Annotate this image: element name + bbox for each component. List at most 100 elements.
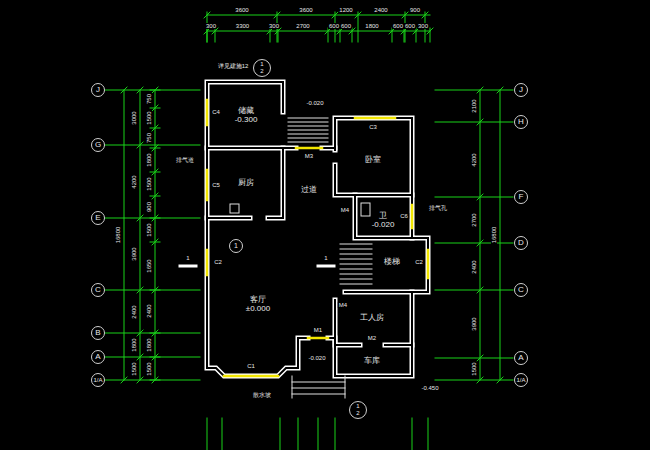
dimension-line <box>477 87 483 93</box>
bubble-text: H <box>518 118 524 127</box>
bubble-text: 1/A <box>93 377 102 384</box>
dimension-line <box>137 377 143 383</box>
window-mark <box>206 100 209 125</box>
room-text: 客厅 <box>250 296 266 305</box>
axis-bubble: B <box>91 326 105 340</box>
opening-tag: C3 <box>368 124 378 130</box>
dimension-text: 2400 <box>131 304 137 319</box>
wall-inner <box>335 165 412 195</box>
dimension-text: 2400 <box>471 259 477 274</box>
dimension-line <box>105 333 200 334</box>
stair-tread <box>340 264 372 265</box>
dimension-line-group <box>105 12 513 450</box>
bubble-text: G <box>95 141 101 150</box>
dimension-line <box>435 380 513 381</box>
opening-tag: C4 <box>211 109 221 115</box>
wall-outer <box>328 118 428 376</box>
axis-bubble: 1/A <box>514 373 528 387</box>
stair-tread <box>340 284 372 285</box>
stair-tread <box>288 122 328 123</box>
stair-tread <box>288 118 328 119</box>
dimension-line <box>207 418 208 450</box>
bubble-text: C <box>95 286 101 295</box>
dimension-line <box>137 87 143 93</box>
dimension-text: 1800 <box>146 152 152 167</box>
dimension-line <box>137 287 143 293</box>
room-text: 厨房 <box>238 179 254 188</box>
dimension-line <box>105 357 200 358</box>
wall-outer <box>335 165 412 195</box>
stair-tread <box>340 279 372 280</box>
dimension-line <box>105 218 200 219</box>
stair-tread <box>340 254 372 255</box>
room-text: 卧室 <box>365 156 381 165</box>
dimension-text: 3600 <box>298 7 313 13</box>
note-text: -0.020 <box>305 100 324 106</box>
wall-inner <box>355 195 412 238</box>
dimension-line <box>428 418 429 450</box>
wall-inner <box>283 147 296 149</box>
room-label: 过道 <box>298 184 320 197</box>
bubble-text: 1/A <box>516 377 525 384</box>
wall-inner <box>328 118 428 376</box>
window-mark <box>411 205 414 228</box>
dimension-line <box>137 354 143 360</box>
dimension-line <box>150 172 160 173</box>
window-mark <box>224 375 278 378</box>
dimension-line <box>280 418 281 450</box>
stair-tread <box>288 126 328 127</box>
bubble-text: 2 <box>356 410 359 417</box>
room-text: 工人房 <box>360 314 384 323</box>
wall-outer <box>322 146 335 151</box>
dimension-text: 3000 <box>131 110 137 125</box>
note-text: -0.450 <box>420 385 439 391</box>
detail-bubble: 12 <box>349 401 367 419</box>
dimension-line <box>435 90 513 91</box>
room-label: 卧室 <box>362 154 384 167</box>
dimension-line <box>140 90 141 380</box>
opening-tag: M2 <box>367 335 377 341</box>
room-label: 楼梯 <box>381 256 403 269</box>
window-mark <box>296 147 322 150</box>
dimension-text: 1650 <box>146 258 152 273</box>
note-text: 1 <box>323 255 328 261</box>
dimension-text: 1800 <box>146 337 152 352</box>
bubble-text: J <box>96 86 100 95</box>
dimension-text: 600 <box>340 23 352 29</box>
room-text: 卫 <box>379 212 387 221</box>
dimension-text: 600 <box>328 23 340 29</box>
dimension-text: 600 <box>404 23 416 29</box>
wall-outer <box>385 343 412 348</box>
bubble-text: A <box>95 353 100 362</box>
section-bar <box>318 265 334 268</box>
wall-outer <box>345 290 412 295</box>
dimension-line <box>318 418 319 450</box>
dimension-text: 2700 <box>471 212 477 227</box>
bubble-text: F <box>519 193 524 202</box>
room-text: 楼梯 <box>384 258 400 267</box>
dimension-line <box>435 197 513 198</box>
dimension-text: 2700 <box>295 23 310 29</box>
dimension-line <box>150 242 160 243</box>
dimension-text: 4200 <box>131 174 137 189</box>
dimension-line <box>150 218 160 219</box>
bubble-text: 1 <box>356 403 359 410</box>
dimension-line <box>124 90 125 380</box>
axis-bubble: A <box>514 351 528 365</box>
axis-bubble: J <box>514 83 528 97</box>
wall-inner <box>207 217 250 219</box>
axis-bubble: C <box>91 283 105 297</box>
opening-tag: C2 <box>414 259 424 265</box>
opening-tag: M3 <box>304 153 314 159</box>
dimension-line <box>477 287 483 293</box>
axis-bubble: 1/A <box>91 373 105 387</box>
dimension-line <box>500 90 501 380</box>
dimension-line <box>150 333 160 334</box>
room-label: 储藏-0.300 <box>232 105 261 127</box>
stair-tread <box>292 394 345 395</box>
dimension-line <box>435 290 513 291</box>
dimension-line <box>412 418 413 450</box>
room-label: 工人房 <box>357 312 387 325</box>
dimension-line <box>358 12 359 42</box>
bubble-text: D <box>518 239 524 248</box>
